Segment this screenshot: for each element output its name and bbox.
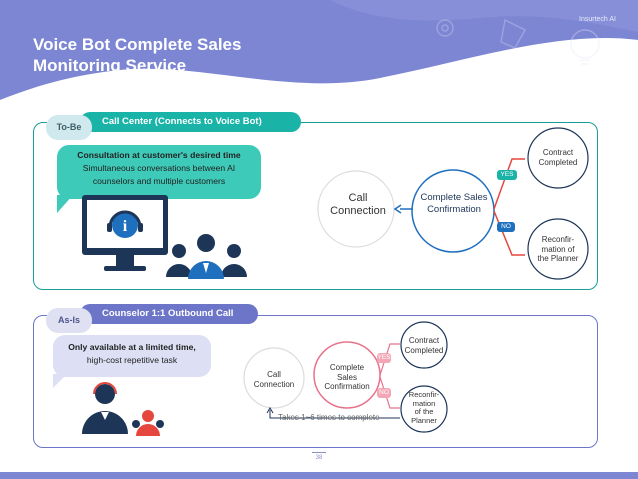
- tobe-contract-text-2: Completed: [538, 157, 578, 167]
- tobe-reconfirm-text-2: mation of: [541, 244, 575, 254]
- page-number-divider: [312, 452, 326, 453]
- page-title-line-1: Voice Bot Complete Sales: [33, 35, 242, 54]
- asis-call-connection-label: Call Connection: [246, 370, 302, 389]
- asis-reconfirm-node: [400, 385, 448, 433]
- counselor-headset-icon: [82, 382, 128, 434]
- tobe-callout-bubble: Consultation at customer's desired time …: [57, 145, 261, 199]
- asis-reconfirm-text-4: Planner: [411, 415, 437, 425]
- tobe-yes-connector: [493, 158, 525, 210]
- tobe-contract-node: [527, 127, 589, 189]
- svg-text:i: i: [123, 218, 128, 235]
- asis-callout-bubble: Only available at a limited time, high-c…: [53, 335, 211, 377]
- tobe-section-title: Call Center (Connects to Voice Bot): [80, 112, 301, 132]
- asis-no-pill: NO: [377, 388, 391, 398]
- asis-reconfirm-label: Reconfir- mation of the Planner: [400, 390, 448, 425]
- asis-bubble-line-1: Only available at a limited time,: [68, 342, 196, 352]
- asis-bubble-line-2: high-cost repetitive task: [86, 355, 178, 365]
- tobe-contract-text-1: Contract: [542, 148, 574, 157]
- tobe-reconfirm-label: Reconfir- mation of the Planner: [530, 235, 586, 264]
- asis-reconfirm-text-3: of the: [414, 407, 434, 416]
- asis-section-title: Counselor 1:1 Outbound Call: [80, 304, 258, 324]
- asis-loop-arrow-head: [266, 407, 274, 414]
- tobe-no-connector: [493, 210, 525, 256]
- asis-contract-text-2: Completed: [404, 345, 444, 355]
- tobe-back-arrow-head: [393, 204, 402, 214]
- footer-bar: [0, 472, 638, 479]
- tobe-call-connection-label: Call Connection: [318, 192, 398, 218]
- tobe-reconfirm-node: [527, 218, 589, 280]
- tobe-contract-label: Contract Completed: [533, 148, 583, 167]
- ai-counselor-illustration: i: [82, 195, 247, 279]
- asis-loop-line: [269, 410, 400, 419]
- asis-contract-node: [400, 321, 448, 369]
- asis-loop-note: Takes 1~6 times to complete: [278, 413, 380, 422]
- tobe-call-text-2: Connection: [330, 205, 386, 217]
- asis-call-text-1: Call: [267, 370, 281, 379]
- asis-reconfirm-text-2: mation: [412, 398, 436, 408]
- brand-label: Insurtech AI: [579, 16, 616, 23]
- tobe-complete-text-2: Confirmation: [427, 204, 481, 215]
- tobe-no-pill: NO: [497, 222, 515, 232]
- header-wave-background: [0, 0, 638, 100]
- asis-complete-sales-label: Complete Sales Confirmation: [317, 363, 377, 392]
- tobe-bubble-line-2: Simultaneous conversations between AI: [82, 163, 236, 173]
- tobe-reconfirm-text-1: Reconfir-: [541, 235, 575, 244]
- asis-bubble-tail: [53, 374, 67, 388]
- human-counselor-illustration: [82, 382, 164, 436]
- tobe-bubble-line-3: counselors and multiple customers: [92, 176, 226, 186]
- asis-badge: As-Is: [46, 308, 92, 333]
- page-number: 38: [315, 455, 323, 461]
- asis-reconfirm-text-1: Reconfir-: [408, 390, 440, 399]
- gear-icon: [436, 19, 454, 37]
- ai-headset-icon: i: [107, 210, 143, 238]
- tobe-complete-sales-label: Complete Sales Confirmation: [412, 192, 496, 216]
- tobe-yes-pill: YES: [497, 170, 517, 180]
- tobe-bubble-heading: Consultation at customer's desired time: [77, 150, 241, 160]
- customers-group-icon: [166, 234, 247, 279]
- tobe-call-text-1: Call: [348, 192, 368, 204]
- tobe-bubble-tail: [57, 195, 73, 213]
- page-title: Voice Bot Complete Sales Monitoring Serv…: [33, 34, 241, 76]
- asis-contract-label: Contract Completed: [400, 336, 448, 355]
- asis-flow-diagram: [243, 321, 448, 433]
- tobe-badge: To-Be: [46, 115, 92, 140]
- asis-yes-connector: [379, 343, 400, 376]
- tobe-reconfirm-text-3: the Planner: [537, 254, 579, 263]
- asis-complete-text-2: Sales: [336, 372, 357, 382]
- asis-call-connection-node: [243, 347, 305, 409]
- single-customer-icon: [132, 410, 164, 436]
- lightbulb-icon: [570, 29, 600, 65]
- asis-no-connector: [379, 376, 400, 409]
- page-title-line-2: Monitoring Service: [33, 56, 187, 75]
- asis-contract-text-1: Contract: [408, 336, 440, 345]
- tobe-complete-text-1: Complete Sales: [420, 192, 488, 203]
- robot-hand-icon: [500, 18, 527, 49]
- asis-complete-text-1: Complete: [329, 363, 365, 372]
- asis-call-text-2: Connection: [253, 379, 295, 389]
- asis-complete-text-3: Confirmation: [324, 382, 370, 391]
- asis-yes-pill: YES: [377, 353, 391, 363]
